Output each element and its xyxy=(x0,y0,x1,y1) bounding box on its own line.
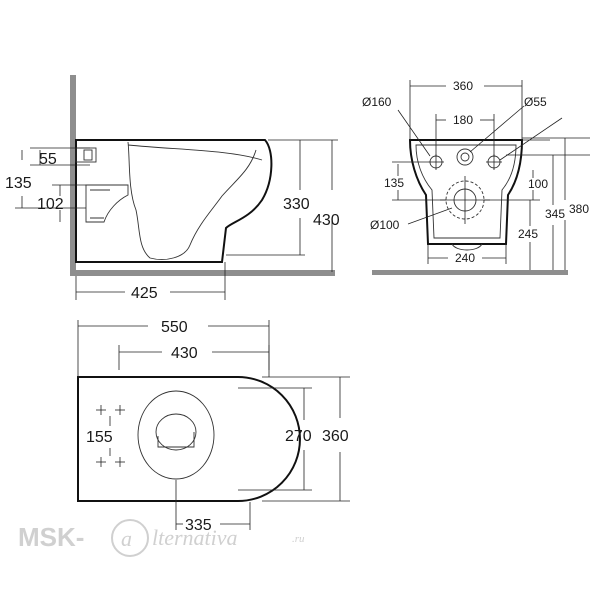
dim-155-label: 155 xyxy=(86,429,113,446)
watermark-logo-circle xyxy=(111,519,149,557)
fixing-point-top xyxy=(96,405,125,415)
rear-body-outline xyxy=(408,139,524,245)
dim-345-label: 345 xyxy=(545,207,565,221)
dim-335-label: 335 xyxy=(185,517,212,534)
watermark: MSK- a lternativa .ru xyxy=(18,519,305,557)
dim-d160-label: Ø160 xyxy=(362,95,392,109)
dim-360-label: 360 xyxy=(322,428,349,445)
bowl-opening-outer xyxy=(137,390,215,480)
bowl-opening xyxy=(155,413,197,451)
watermark-brand: MSK- xyxy=(18,522,84,552)
rear-dim-360-label: 360 xyxy=(453,79,473,93)
rim-inner xyxy=(127,144,263,161)
dim-245-label: 245 xyxy=(518,227,538,241)
bowl-rim xyxy=(157,432,195,448)
rear-dim-135-label: 135 xyxy=(384,176,404,190)
outlet-pipe xyxy=(90,189,110,219)
rear-dim-100-label: 100 xyxy=(528,177,548,191)
dim-135-label: 135 xyxy=(5,175,32,192)
dim-425-label: 425 xyxy=(131,285,158,302)
top-dim-550-label: 550 xyxy=(161,319,188,336)
toilet-body-outline xyxy=(75,139,273,263)
side-view: 55 135 102 330 430 425 xyxy=(5,75,340,302)
dim-240-label: 240 xyxy=(455,251,475,265)
wall xyxy=(70,75,76,275)
dim-380-label: 380 xyxy=(569,202,589,216)
top-outline xyxy=(77,376,301,502)
rear-floor xyxy=(372,270,568,275)
dim-330-label: 330 xyxy=(283,196,310,213)
rear-base xyxy=(451,243,483,251)
inlet-nut xyxy=(83,149,93,161)
trapway xyxy=(85,184,129,223)
rear-view: 360 Ø160 Ø55 180 135 100 Ø100 xyxy=(362,79,590,275)
dim-270-label: 270 xyxy=(285,428,312,445)
dim-d55-label: Ø55 xyxy=(524,95,547,109)
top-dim-430-label: 430 xyxy=(171,345,198,362)
watermark-suffix: .ru xyxy=(292,533,305,545)
water-inlet xyxy=(456,148,474,166)
rear-inner-outline xyxy=(415,144,517,239)
fixing-point-bottom xyxy=(96,457,125,467)
watermark-logo-letter: a xyxy=(121,526,132,551)
dim-55-label: 55 xyxy=(39,151,57,168)
bowl-inner xyxy=(127,141,257,260)
dim-102-label: 102 xyxy=(37,196,64,213)
dim-d100-label: Ø100 xyxy=(370,218,400,232)
dim-430-label: 430 xyxy=(313,212,340,229)
top-view: 550 430 155 270 360 335 xyxy=(77,319,350,534)
dim-180-label: 180 xyxy=(453,113,473,127)
watermark-script: lternativa xyxy=(152,525,238,550)
water-inlet-core xyxy=(460,152,470,162)
floor xyxy=(70,270,335,276)
